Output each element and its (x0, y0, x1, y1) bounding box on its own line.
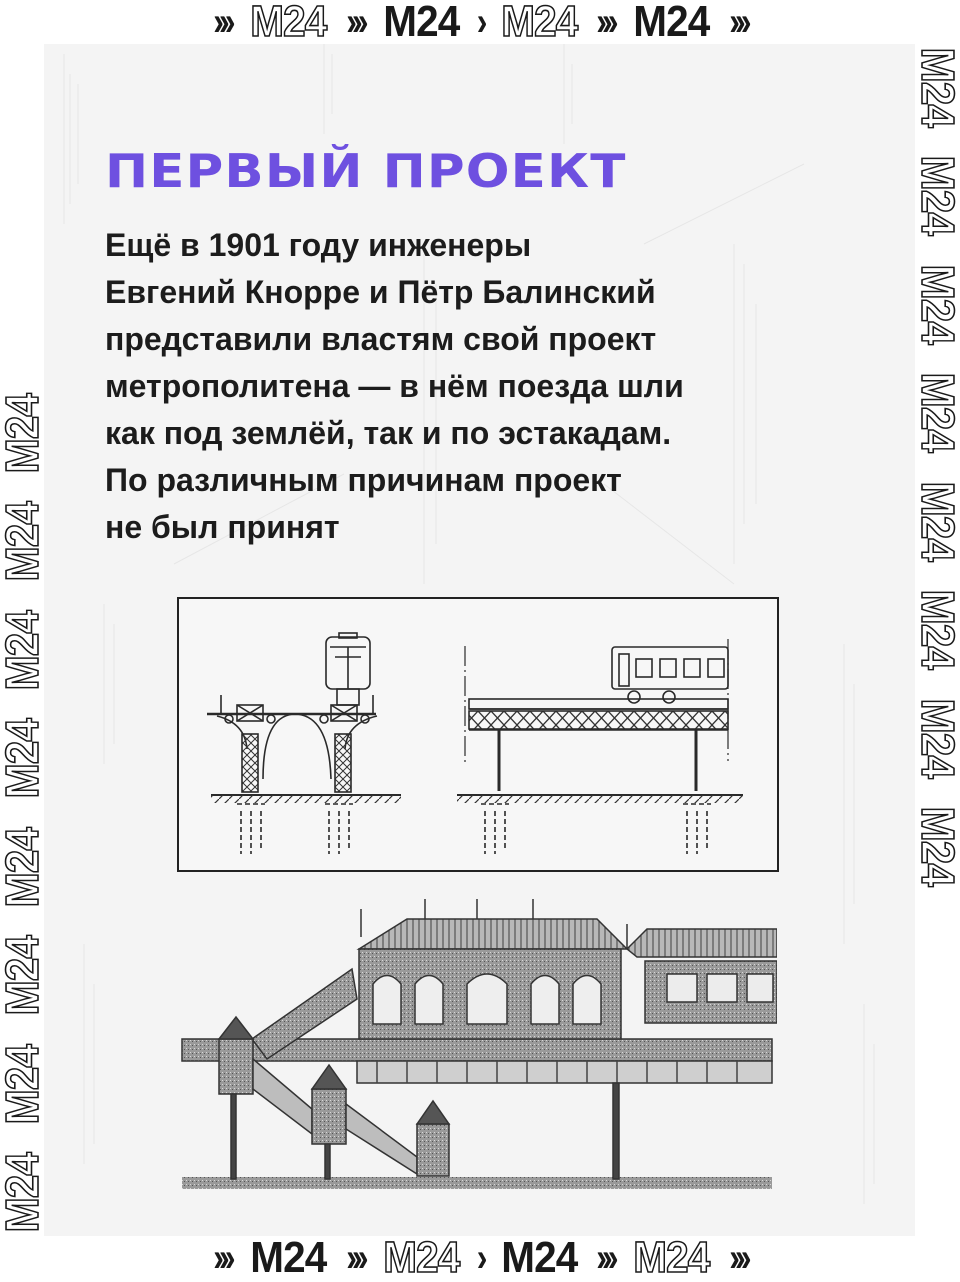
chevrons-icon: ››› (596, 0, 618, 44)
background-texture (63, 44, 875, 1204)
elevated-railway-drawing-icon (207, 632, 743, 854)
m24-logo-outline: M24 (0, 1044, 44, 1125)
body-line: Евгений Кнорре и Пётр Балинский (105, 274, 656, 310)
body-line: как под землёй, так и по эстакадам. (105, 415, 672, 451)
m24-logo-outline: M24 (0, 501, 44, 582)
station-illustration (177, 899, 777, 1199)
chevrons-icon: ››› (213, 0, 235, 44)
chevrons-icon: ››› (729, 0, 751, 44)
m24-logo-outline: M24 (0, 827, 44, 908)
left-brand-strip: M24 M24 M24 M24 M24 M24 M24 M24 (0, 44, 44, 1236)
m24-logo-outline: M24 (916, 806, 960, 887)
m24-logo-outline: M24 (382, 1233, 460, 1282)
chevrons-icon: ››› (213, 1236, 235, 1280)
page-title: ПЕРВЫЙ ПРОЕКТ (105, 144, 627, 198)
body-line: не был принят (105, 509, 340, 545)
m24-logo-outline: M24 (916, 372, 960, 453)
right-brand-strip: M24 M24 M24 M24 M24 M24 M24 M24 (916, 44, 960, 1236)
chevrons-icon: ››› (345, 1236, 368, 1280)
m24-logo-solid: M24 (383, 0, 460, 46)
chevron-icon: › (477, 1236, 488, 1280)
station-building-icon (181, 899, 777, 1189)
m24-logo-outline: M24 (916, 155, 960, 236)
body-line: По различным причинам проект (105, 462, 622, 498)
m24-logo-outline: M24 (633, 1233, 711, 1282)
body-line: представили властям свой проект (105, 321, 657, 357)
m24-logo-outline: M24 (916, 481, 960, 562)
m24-logo-outline: M24 (0, 610, 44, 691)
m24-logo-outline: M24 (916, 698, 960, 779)
chevrons-icon: ››› (729, 1236, 751, 1280)
body-paragraph: Ещё в 1901 году инженеры Евгений Кнорре … (105, 222, 805, 551)
engineering-drawing (177, 597, 779, 872)
chevrons-icon: ››› (345, 0, 368, 44)
m24-logo-outline: M24 (500, 0, 578, 46)
chevrons-icon: ››› (596, 1236, 618, 1280)
body-line: метрополитена — в нём поезда шли (105, 368, 684, 404)
chevron-icon: › (477, 0, 488, 44)
m24-logo-outline: M24 (916, 47, 960, 128)
m24-logo-outline: M24 (916, 589, 960, 670)
m24-logo-outline: M24 (0, 393, 44, 474)
m24-logo-outline: M24 (916, 264, 960, 345)
m24-logo-outline: M24 (0, 935, 44, 1016)
m24-logo-outline: M24 (0, 1152, 44, 1233)
m24-logo-solid: M24 (633, 0, 711, 46)
m24-logo-solid: M24 (500, 1233, 578, 1282)
m24-logo-solid: M24 (250, 1233, 327, 1282)
m24-logo-outline: M24 (0, 718, 44, 799)
top-brand-strip: ››› M24 ››› M24 › M24 ››› M24 ››› (0, 0, 960, 44)
bottom-brand-strip: ››› M24 ››› M24 › M24 ››› M24 ››› (0, 1233, 960, 1282)
content-panel: ПЕРВЫЙ ПРОЕКТ Ещё в 1901 году инженеры Е… (44, 44, 915, 1236)
body-line: Ещё в 1901 году инженеры (105, 227, 532, 263)
m24-logo-outline: M24 (250, 0, 328, 46)
